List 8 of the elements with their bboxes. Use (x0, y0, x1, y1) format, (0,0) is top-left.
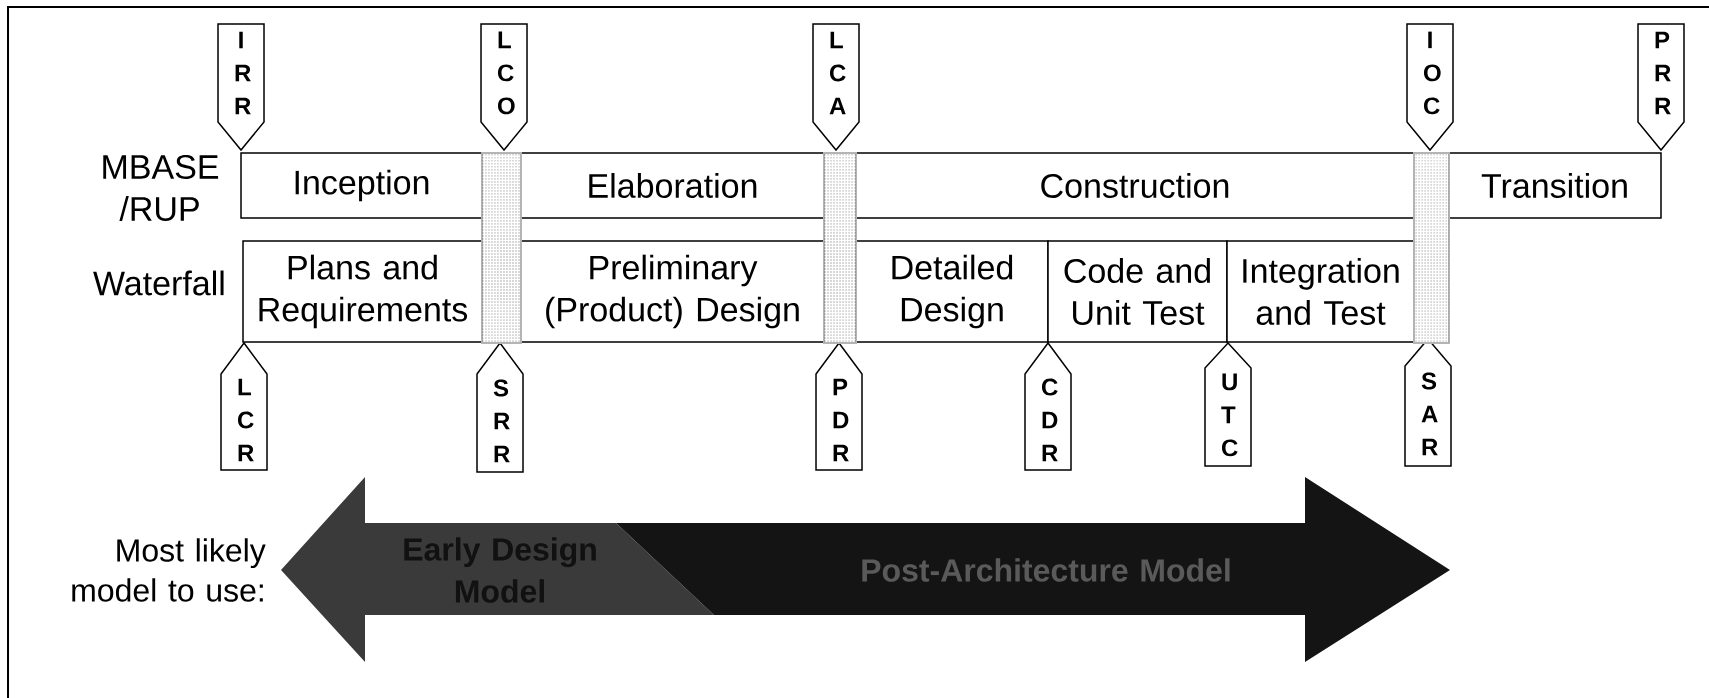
model-arrow-part: Post-Architecture Model (616, 477, 1450, 662)
dotted-separator (1413, 152, 1450, 344)
dotted-separator (823, 152, 857, 344)
dotted-separator (481, 152, 522, 344)
phase-box: Code and Unit Test (1047, 240, 1228, 343)
row-label: Waterfall (93, 270, 224, 296)
row-label: Most likely model to use: (72, 538, 266, 602)
row-label: MBASE /RUP (103, 154, 219, 222)
